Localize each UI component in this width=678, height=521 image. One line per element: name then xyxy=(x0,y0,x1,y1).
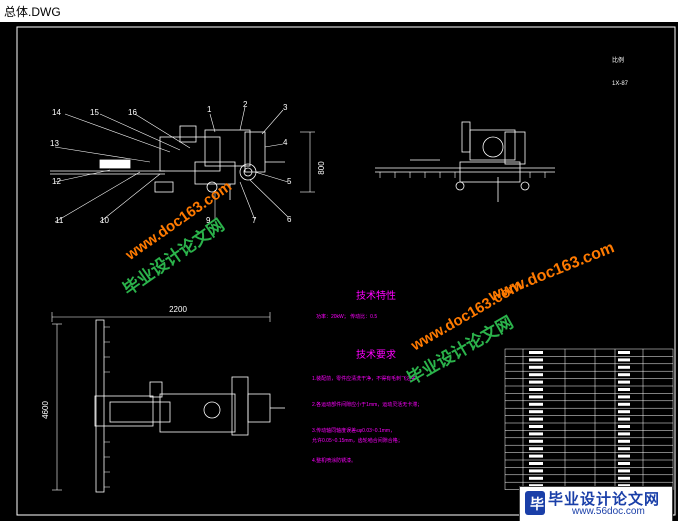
front-view-ticks xyxy=(379,172,546,178)
bom-cell-text xyxy=(529,454,543,458)
bom-cell-text xyxy=(618,395,630,399)
bom-cell-text xyxy=(618,432,630,436)
bom-cell-text xyxy=(529,351,543,354)
bom-cell-text xyxy=(529,402,543,406)
tech-req-item-2: 2.各运动部件间隙应小于1mm，运动灵活无卡滞； xyxy=(312,401,422,408)
bom-cell-text xyxy=(529,358,543,362)
bom-cell-text xyxy=(529,373,543,377)
dim-width-top: 2200 xyxy=(169,305,187,314)
bom-cell-text xyxy=(618,469,630,473)
tech-req-item-3: 3.传动轴同轴度误差≤φ0.03~0.1mm， xyxy=(312,427,395,434)
bom-cell-text xyxy=(529,469,543,473)
part-label-9: 9 xyxy=(206,216,211,225)
bom-cell-text xyxy=(529,432,543,436)
watermark-1: www.doc163.com 毕业设计论文网 xyxy=(119,178,235,299)
bom-cell-text xyxy=(618,388,630,391)
dimension-2200 xyxy=(51,312,271,322)
part-label-3: 3 xyxy=(283,103,288,112)
part-label-12: 12 xyxy=(52,177,61,186)
part-label-11: 11 xyxy=(55,216,64,225)
dimension-800 xyxy=(300,131,315,193)
bom-cell-text xyxy=(618,373,630,377)
window-title: 总体.DWG xyxy=(4,5,61,19)
bom-cell-text xyxy=(618,454,630,458)
bom-cell-text xyxy=(618,484,630,488)
side-view xyxy=(50,125,285,200)
bom-cell-text xyxy=(618,380,630,384)
logo-sub-text: www.56doc.com xyxy=(572,506,645,517)
part-label-13: 13 xyxy=(50,139,59,148)
bom-cell-text xyxy=(618,402,630,406)
window-titlebar: 总体.DWG xyxy=(0,0,678,23)
logo-main-text: 毕业设计论文网 xyxy=(548,491,661,508)
tech-req-title: 技术要求 xyxy=(356,348,396,361)
part-label-2: 2 xyxy=(243,100,248,109)
watermark-3: www.doc163.com 毕业设计论文网 xyxy=(403,277,525,389)
site-logo[interactable]: 毕 毕业设计论文网 www.56doc.com xyxy=(519,486,673,521)
tech-req-item-4: 允许0.05~0.15mm，齿轮啮合间隙合格； xyxy=(312,437,403,444)
bom-cell-text xyxy=(529,410,543,414)
part-label-6: 6 xyxy=(287,215,292,224)
part-label-1: 1 xyxy=(207,105,212,114)
cad-drawing[interactable]: 14 15 16 13 12 11 10 1 2 3 4 5 6 7 9 800 xyxy=(0,22,678,521)
scale-value: 1X-87 xyxy=(612,81,629,87)
part-number-labels: 14 15 16 13 12 11 10 1 2 3 4 5 6 7 9 xyxy=(50,100,292,225)
bom-cell-text xyxy=(618,462,630,465)
tech-req-item-1: 1.装配前，零件应清洗干净，不得有毛刺飞边等； xyxy=(312,375,421,382)
bom-cell-text xyxy=(529,439,543,443)
part-label-5: 5 xyxy=(287,177,292,186)
bom-cell-text xyxy=(529,484,543,488)
bom-cell-text xyxy=(529,425,543,428)
tech-req-item-5: 4.整机喷涂防锈漆。 xyxy=(312,457,356,464)
bom-cell-text xyxy=(618,417,630,421)
tech-char-title: 技术特性 xyxy=(356,289,396,302)
dimension-4600 xyxy=(52,323,62,491)
part-label-4: 4 xyxy=(283,138,288,147)
part-label-15: 15 xyxy=(90,108,99,117)
part-label-10: 10 xyxy=(100,216,109,225)
bom-cell-text xyxy=(529,417,543,421)
bom-cell-text xyxy=(529,447,543,451)
bom-cell-text xyxy=(618,351,630,354)
tech-char-line: 功率：20kW； 传动比：0.5 xyxy=(316,313,377,320)
bom-cell-text xyxy=(529,395,543,399)
bom-cell-text xyxy=(529,365,543,369)
part-label-14: 14 xyxy=(52,108,61,117)
bom-cell-text xyxy=(618,365,630,369)
top-view xyxy=(94,319,285,493)
part-label-16: 16 xyxy=(128,108,137,117)
front-view xyxy=(375,121,555,202)
bom-cell-text xyxy=(618,358,630,362)
part-label-7: 7 xyxy=(252,216,257,225)
bom-cell-text xyxy=(529,380,543,384)
cad-viewport[interactable]: 14 15 16 13 12 11 10 1 2 3 4 5 6 7 9 800 xyxy=(0,22,678,521)
bom-cell-text xyxy=(618,410,630,414)
bom-cell-text xyxy=(529,462,543,465)
logo-mark-icon: 毕 xyxy=(525,491,545,515)
bom-cell-text xyxy=(618,476,630,480)
bom-cell-text xyxy=(618,425,630,428)
side-view-leaders xyxy=(54,106,289,223)
bom-cell-text xyxy=(618,447,630,451)
drawing-frame xyxy=(16,26,676,516)
dim-height-side: 800 xyxy=(317,161,326,175)
bom-cell-text xyxy=(618,439,630,443)
bom-cell-text xyxy=(529,388,543,391)
bom-table xyxy=(504,348,674,490)
dim-height-top: 4600 xyxy=(41,401,50,419)
top-view-ticks xyxy=(104,326,110,488)
bom-cell-text xyxy=(529,476,543,480)
scale-label: 比例 xyxy=(612,56,624,64)
